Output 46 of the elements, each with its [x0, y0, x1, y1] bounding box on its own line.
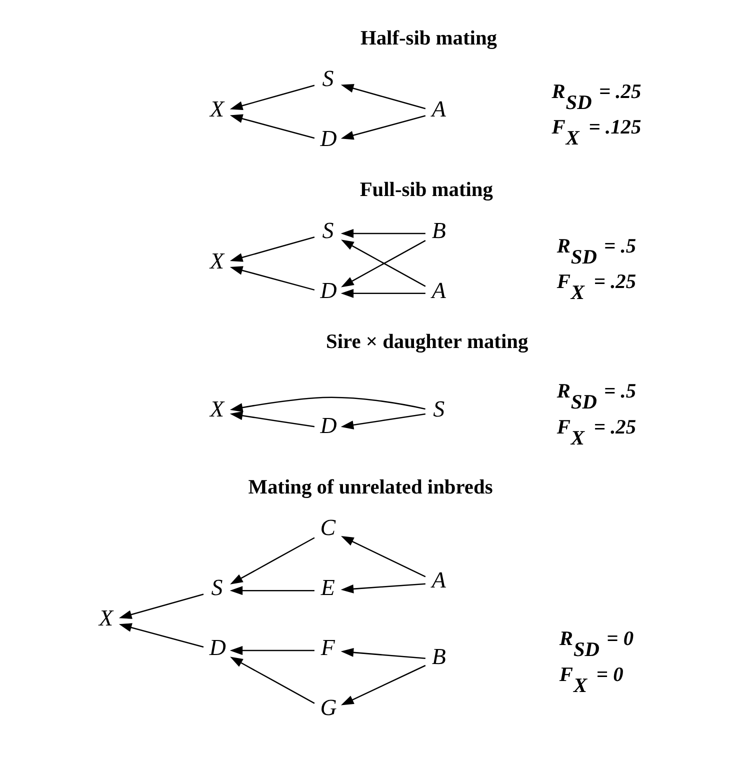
node-text: A [432, 96, 446, 122]
node-text: F [320, 634, 335, 660]
node-text: E [320, 574, 335, 600]
label: Sire × daughter mating [326, 330, 528, 352]
arrow [340, 114, 426, 140]
node-text: X [210, 396, 224, 421]
arrow [230, 656, 315, 704]
node-text: G [320, 694, 337, 720]
arrow [230, 84, 315, 110]
arrow [118, 622, 204, 648]
arrow [230, 586, 314, 595]
node-text: X [210, 248, 224, 273]
arrow [340, 83, 426, 109]
arrow [340, 228, 426, 238]
node-text: S [322, 66, 334, 91]
node-text: S [322, 217, 334, 242]
arrow [340, 664, 426, 705]
arrow [230, 266, 315, 290]
arrow [340, 648, 426, 659]
arrow [230, 114, 315, 138]
arrow [230, 236, 315, 262]
label: Mating of unrelated inbreds [248, 476, 493, 498]
node-text: S [211, 574, 223, 600]
node-text: D [209, 634, 226, 660]
arrow [230, 410, 315, 427]
arrow [230, 536, 315, 584]
arrow [230, 396, 426, 412]
node-text: D [320, 125, 337, 150]
arrow [340, 536, 426, 577]
arrow [340, 582, 426, 593]
label: Full-sib mating [360, 178, 493, 201]
node-text: A [432, 566, 446, 592]
node-text: X [210, 96, 224, 122]
node-text: D [320, 277, 337, 302]
arrow [230, 646, 314, 654]
arrow [340, 412, 426, 429]
node-text: X [99, 605, 114, 630]
node-text: A [432, 277, 446, 302]
arrow [340, 288, 426, 298]
label: Half-sib mating [360, 26, 497, 49]
node-text: C [320, 514, 336, 540]
node-text: D [320, 412, 337, 438]
arrow [118, 593, 204, 618]
node-text: B [432, 217, 446, 242]
node-text: B [432, 643, 446, 668]
node-text: S [433, 396, 445, 421]
